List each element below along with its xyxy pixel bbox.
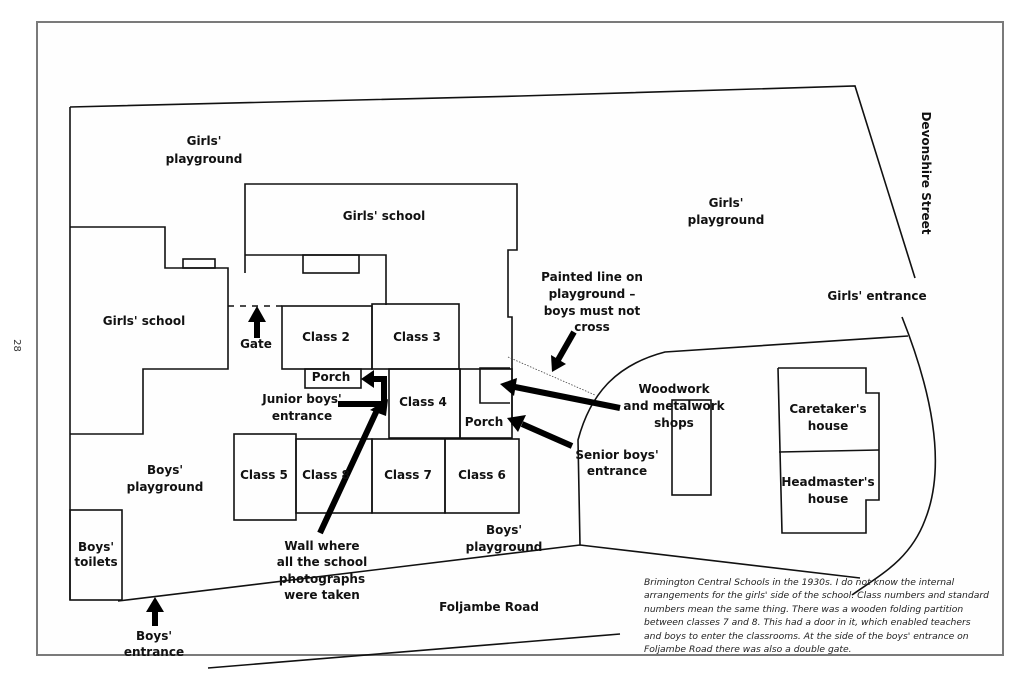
- porch-junior-label: Porch: [312, 370, 351, 384]
- road-north-edge: [117, 544, 861, 602]
- gate-arrowhead: [248, 306, 266, 322]
- foljambe-road-label: Foljambe Road: [439, 600, 539, 614]
- wall-arrowhead: [370, 399, 388, 416]
- class8-label: Class 8: [302, 468, 350, 482]
- small-annex: [182, 258, 216, 269]
- girls-school-top-bottom: [245, 254, 387, 305]
- shop-annex: [479, 367, 510, 404]
- girls-playground-ne-label: Girls'playground: [688, 196, 765, 227]
- east-boundary: [851, 316, 937, 596]
- girls-school-top: [244, 183, 518, 425]
- houses-outline: [777, 367, 880, 534]
- girls-boys-boundary: [577, 335, 909, 546]
- class2-label: Class 2: [302, 330, 350, 344]
- senior-entrance-arrowhead: [507, 415, 526, 432]
- junior-boys-entrance-label: Junior boys'entrance: [261, 392, 341, 423]
- girls-school-left: [70, 226, 229, 435]
- boys-playground-w-label: Boys'playground: [127, 463, 204, 494]
- class4-label: Class 4: [399, 395, 447, 409]
- class5-label: Class 5: [240, 468, 288, 482]
- map-caption: Brimington Central Schools in the 1930s.…: [644, 577, 989, 656]
- boys-toilets-room: [69, 509, 123, 601]
- senior-boys-entrance-label: Senior boys'entrance: [575, 448, 658, 478]
- wall-arrow: [317, 406, 381, 535]
- devonshire-street-label: Devonshire Street: [919, 111, 933, 234]
- road-south-edge: [207, 633, 621, 669]
- girls-entrance-label: Girls' entrance: [827, 289, 926, 303]
- girls-school-annex: [302, 254, 360, 274]
- porch-junior-room: [304, 368, 362, 389]
- painted-line-arrow: [555, 330, 577, 362]
- class3-label: Class 3: [393, 330, 441, 344]
- boys-entrance-arrowhead: [146, 597, 164, 612]
- junior-entrance-arrow: [338, 376, 387, 407]
- junior-entrance-arrowhead: [361, 370, 374, 388]
- senior-entrance-arrow: [520, 421, 574, 449]
- gate-label: Gate: [240, 337, 272, 351]
- boys-toilets-label: Boys'toilets: [74, 540, 117, 569]
- porch-senior-room: [459, 368, 513, 439]
- girls-school-left-label: Girls' school: [103, 314, 185, 328]
- woodwork-arrow: [514, 384, 621, 411]
- house-divider: [778, 449, 880, 453]
- class6-label: Class 6: [458, 468, 506, 482]
- page-frame: [36, 21, 1004, 656]
- boys-playground-s-label: Boys'playground: [466, 523, 543, 554]
- painted-line: [507, 356, 596, 396]
- class7-label: Class 7: [384, 468, 432, 482]
- porch-senior-label: Porch: [465, 415, 504, 429]
- boys-entrance-label: Boys'entrance: [124, 629, 184, 659]
- class6-room: [444, 438, 520, 514]
- north-boundary: [69, 85, 916, 279]
- arrows: [146, 306, 621, 626]
- girls-playground-nw-label: Girls'playground: [166, 134, 243, 166]
- painted-line-arrowhead: [551, 355, 566, 372]
- woodwork-shop-building: [671, 399, 712, 496]
- woodwork-arrowhead: [500, 378, 517, 396]
- girls-school-top-label: Girls' school: [343, 209, 425, 223]
